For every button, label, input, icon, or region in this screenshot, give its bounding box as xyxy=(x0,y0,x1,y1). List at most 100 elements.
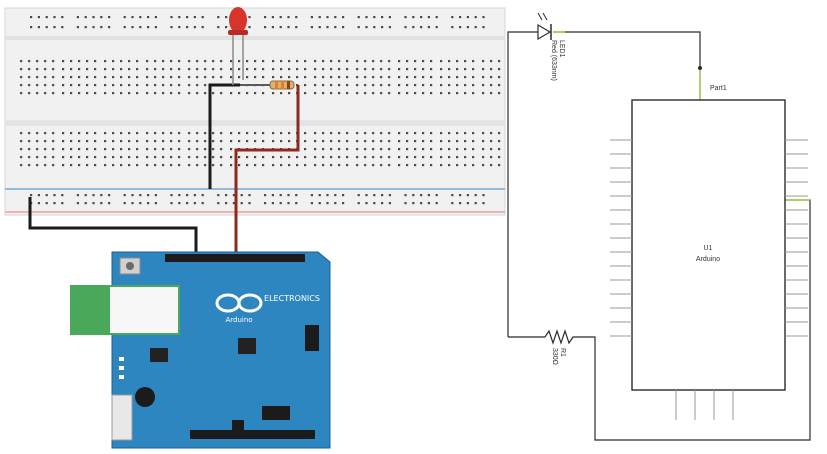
breadboard-hole xyxy=(448,76,451,79)
breadboard-hole xyxy=(131,16,134,19)
breadboard-hole xyxy=(248,26,251,29)
breadboard-hole xyxy=(220,76,223,79)
breadboard-hole xyxy=(36,76,39,79)
breadboard-hole xyxy=(217,202,220,205)
breadboard-hole xyxy=(304,140,307,143)
arduino-pcb xyxy=(111,251,331,449)
breadboard-hole xyxy=(94,140,97,143)
breadboard-hole xyxy=(238,92,241,95)
breadboard-hole xyxy=(86,84,89,87)
breadboard-hole xyxy=(372,148,375,151)
breadboard-hole xyxy=(37,16,40,19)
breadboard-hole xyxy=(356,76,359,79)
breadboard-hole xyxy=(30,16,33,19)
breadboard-hole xyxy=(44,140,47,143)
breadboard-hole xyxy=(388,26,391,29)
breadboard-hole xyxy=(108,16,111,19)
breadboard-hole xyxy=(212,132,215,135)
breadboard-hole xyxy=(430,84,433,87)
breadboard-hole xyxy=(20,92,23,95)
breadboard-hole xyxy=(123,16,126,19)
breadboard-hole xyxy=(414,132,417,135)
breadboard-hole xyxy=(435,26,438,29)
breadboard-hole xyxy=(322,156,325,159)
breadboard-hole xyxy=(346,164,349,167)
breadboard-hole xyxy=(178,60,181,63)
breadboard-hole xyxy=(170,76,173,79)
breadboard-hole xyxy=(435,16,438,19)
breadboard-hole xyxy=(357,26,360,29)
breadboard-hole xyxy=(178,148,181,151)
breadboard-hole xyxy=(398,140,401,143)
breadboard-hole xyxy=(288,68,291,71)
breadboard-hole xyxy=(464,156,467,159)
breadboard-hole xyxy=(422,68,425,71)
breadboard-hole xyxy=(104,84,107,87)
breadboard-hole xyxy=(338,156,341,159)
breadboard-hole xyxy=(230,156,233,159)
breadboard-hole xyxy=(365,16,368,19)
breadboard-hole xyxy=(123,26,126,29)
breadboard-hole xyxy=(162,148,165,151)
breadboard-hole xyxy=(212,68,215,71)
breadboard-hole xyxy=(108,202,111,205)
breadboard-hole xyxy=(170,156,173,159)
breadboard-hole xyxy=(342,26,345,29)
breadboard-hole xyxy=(204,60,207,63)
breadboard-hole xyxy=(430,148,433,151)
breadboard-hole xyxy=(330,68,333,71)
breadboard-hole xyxy=(338,84,341,87)
breadboard-hole xyxy=(448,132,451,135)
breadboard-hole xyxy=(193,26,196,29)
breadboard-hole xyxy=(398,148,401,151)
breadboard-hole xyxy=(342,16,345,19)
breadboard-hole xyxy=(136,156,139,159)
breadboard-hole xyxy=(326,202,329,205)
breadboard-hole xyxy=(346,148,349,151)
breadboard-hole xyxy=(37,194,40,197)
breadboard-hole xyxy=(482,194,485,197)
breadboard-hole xyxy=(330,92,333,95)
breadboard-hole xyxy=(451,26,454,29)
breadboard-hole xyxy=(128,140,131,143)
breadboard-hole xyxy=(128,92,131,95)
breadboard-hole xyxy=(178,194,181,197)
status-led xyxy=(119,366,124,370)
breadboard-hole xyxy=(420,194,423,197)
breadboard-hole xyxy=(20,76,23,79)
breadboard-hole xyxy=(70,132,73,135)
breadboard-hole xyxy=(53,194,56,197)
breadboard-hole xyxy=(372,68,375,71)
breadboard-hole xyxy=(108,194,111,197)
breadboard-hole xyxy=(62,84,65,87)
breadboard-hole xyxy=(36,60,39,63)
schematic: LED1 Red (633nm) R1 330Ω Part1 U1 Arduin… xyxy=(507,12,811,441)
breadboard-hole xyxy=(212,92,215,95)
breadboard-hole xyxy=(128,60,131,63)
ground-wire xyxy=(28,197,198,258)
breadboard-hole xyxy=(76,16,79,19)
breadboard-hole xyxy=(357,202,360,205)
breadboard-hole xyxy=(334,194,337,197)
breadboard-hole xyxy=(136,140,139,143)
breadboard-hole xyxy=(448,164,451,167)
breadboard-hole xyxy=(170,148,173,151)
breadboard-hole xyxy=(196,140,199,143)
breadboard-hole xyxy=(44,68,47,71)
breadboard-hole xyxy=(388,148,391,151)
breadboard-hole xyxy=(136,84,139,87)
breadboard-hole xyxy=(272,140,275,143)
jumper xyxy=(232,420,244,432)
breadboard-hole xyxy=(94,156,97,159)
breadboard-hole xyxy=(100,194,103,197)
breadboard-hole xyxy=(112,60,115,63)
breadboard-hole xyxy=(381,26,384,29)
breadboard-hole xyxy=(440,68,443,71)
breadboard-hole xyxy=(146,84,149,87)
breadboard-hole xyxy=(464,84,467,87)
breadboard-hole xyxy=(70,60,73,63)
breadboard-hole xyxy=(427,202,430,205)
breadboard-hole xyxy=(287,194,290,197)
breadboard-hole xyxy=(381,194,384,197)
breadboard-hole xyxy=(330,60,333,63)
